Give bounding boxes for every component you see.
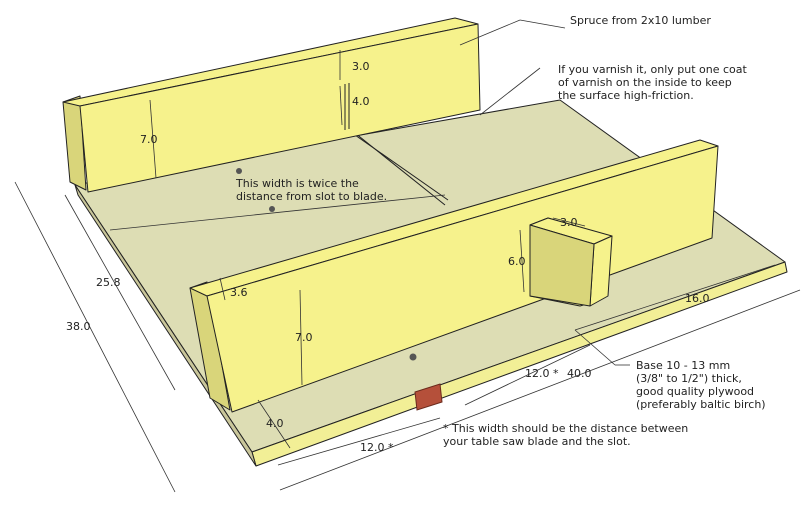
note-base-1: Base 10 - 13 mm (636, 359, 730, 372)
dim-front-fence-height: 7.0 (295, 331, 313, 344)
runner-bar (414, 383, 443, 411)
note-varnish-2: of varnish on the inside to keep (558, 76, 732, 89)
note-spruce: Spruce from 2x10 lumber (570, 14, 711, 27)
dim-back-fence-height: 7.0 (140, 133, 158, 146)
dim-back-slot: 4.0 (352, 95, 370, 108)
dimension-lines (14, 19, 801, 493)
dim-right-width: 16.0 (685, 292, 710, 305)
note-base-4: (preferably baltic birch) (636, 398, 766, 411)
note-base-3: good quality plywood (636, 385, 754, 398)
back-fence (62, 17, 481, 193)
note-star-1: * This width should be the distance betw… (443, 422, 688, 435)
dim-slot-to-edge: 12.0 * (525, 367, 559, 380)
dim-depth-total: 38.0 (66, 320, 91, 333)
dim-front-fence-thickness: 3.6 (230, 286, 248, 299)
note-base-2: (3/8" to 1/2") thick, (636, 372, 742, 385)
dim-total-width: 40.0 (567, 367, 592, 380)
blade-kerf-left (344, 124, 446, 206)
note-star-2: your table saw blade and the slot. (443, 435, 631, 448)
dim-depth-inner: 25.8 (96, 276, 121, 289)
blade-guard-block (529, 217, 613, 307)
dim-block-width: 3.0 (560, 216, 578, 229)
dim-front-offset: 4.0 (266, 417, 284, 430)
front-fence (189, 139, 719, 413)
dim-block-height: 6.0 (508, 255, 526, 268)
dim-back-top-gap: 3.0 (352, 60, 370, 73)
screw-icon (269, 206, 275, 212)
note-twice-2: distance from slot to blade. (236, 190, 387, 203)
note-varnish-3: the surface high-friction. (558, 89, 694, 102)
dim-runner-offset: 12.0 * (360, 441, 394, 454)
screw-icon (236, 168, 242, 174)
note-varnish-1: If you varnish it, only put one coat (558, 63, 748, 76)
note-twice-1: This width is twice the (235, 177, 359, 190)
screw-icon (409, 353, 417, 361)
